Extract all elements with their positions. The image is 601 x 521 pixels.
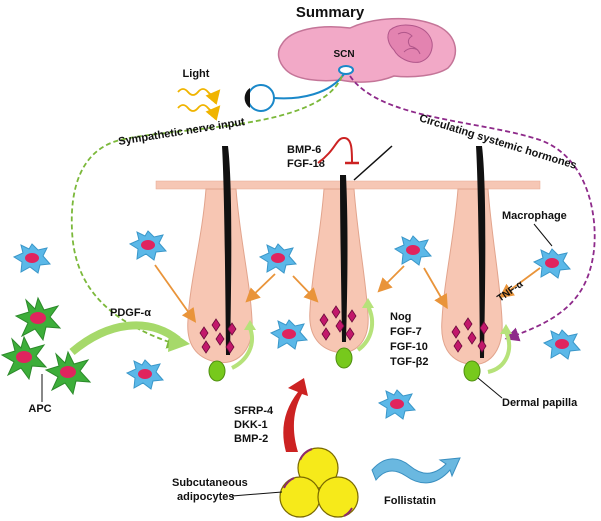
macrophage-cell <box>270 319 308 350</box>
tgfb2-label: TGF-β2 <box>390 356 429 368</box>
pdgf-label: PDGF-α <box>110 307 151 319</box>
macrophage-cell <box>543 329 581 360</box>
adipocyte-cluster <box>279 447 359 518</box>
loop-arrow <box>231 327 254 370</box>
light-ray-arrow <box>177 88 221 105</box>
loop-arrow <box>356 305 375 352</box>
hair-shaft <box>476 146 486 358</box>
fgf10-label: FGF-10 <box>390 341 428 353</box>
dermal-papilla-node <box>463 360 481 382</box>
fgf18-label: FGF-18 <box>287 158 325 170</box>
adipocyte-signal-arrow <box>283 378 308 452</box>
hair-shaft <box>222 146 232 355</box>
pdgf-arrow <box>69 321 181 356</box>
scn-label: SCN <box>333 49 354 60</box>
sfrp4-label: SFRP-4 <box>234 405 274 417</box>
macrophage-pointer <box>533 223 553 247</box>
subcutaneous-label: Subcutaneous <box>172 477 248 489</box>
bmp2-label: BMP-2 <box>234 433 268 445</box>
hair-follicle-right <box>441 146 512 382</box>
bmp6-label: BMP-6 <box>287 144 321 156</box>
macrophage-cell <box>13 243 51 274</box>
eye-icon <box>244 84 275 112</box>
sympathetic-nerve-path <box>70 75 343 349</box>
macrophage-cell <box>394 235 432 266</box>
fgf7-label: FGF-7 <box>390 326 422 338</box>
dermal-papilla-pointer <box>477 377 503 399</box>
sympathetic-label: Sympathetic nerve input <box>117 116 245 148</box>
light-ray-arrow <box>177 104 221 121</box>
apc-cell <box>45 351 91 395</box>
scn-node <box>338 65 354 75</box>
circulating-label: Circulating systemic hormones <box>418 112 578 171</box>
apc-cell <box>1 336 47 380</box>
light-label: Light <box>183 68 210 80</box>
dkk1-label: DKK-1 <box>234 419 268 431</box>
hormone-path <box>349 75 596 342</box>
apc-label: APC <box>28 403 51 415</box>
macrophage-label: Macrophage <box>502 210 567 222</box>
macrophage-arrow <box>292 275 319 303</box>
macrophage-arrow <box>154 264 197 323</box>
follistatin-label: Follistatin <box>384 495 436 507</box>
hair-follicle-left <box>187 146 256 382</box>
diagram-title: Summary <box>296 4 365 21</box>
macrophage-cell <box>533 248 571 279</box>
apc-cell <box>15 297 61 341</box>
nog-label: Nog <box>390 311 411 323</box>
macrophage-cell <box>259 243 297 274</box>
macrophage-cell <box>378 389 416 420</box>
dermal-papilla-label: Dermal papilla <box>502 397 578 409</box>
follistatin-wave-icon <box>371 457 461 484</box>
pointer-line <box>353 145 393 181</box>
dermal-papilla-node <box>208 360 226 382</box>
brain-icon <box>277 17 457 83</box>
adipocytes-label: adipocytes <box>177 491 234 503</box>
inhibition-arc <box>317 136 353 164</box>
loop-arrow <box>487 331 512 374</box>
macrophage-arrow <box>423 267 448 310</box>
dermal-papilla-node <box>335 347 353 369</box>
macrophage-cell <box>129 230 167 261</box>
macrophage-arrow <box>245 273 276 303</box>
hair-follicle-middle <box>309 175 375 369</box>
adipocyte-pointer <box>231 491 283 497</box>
macrophage-cell <box>126 359 164 390</box>
macrophage-arrow <box>499 267 541 299</box>
macrophage-arrow <box>377 265 405 293</box>
hair-shaft <box>340 175 348 342</box>
tnf-label: TNF-α <box>495 278 526 304</box>
